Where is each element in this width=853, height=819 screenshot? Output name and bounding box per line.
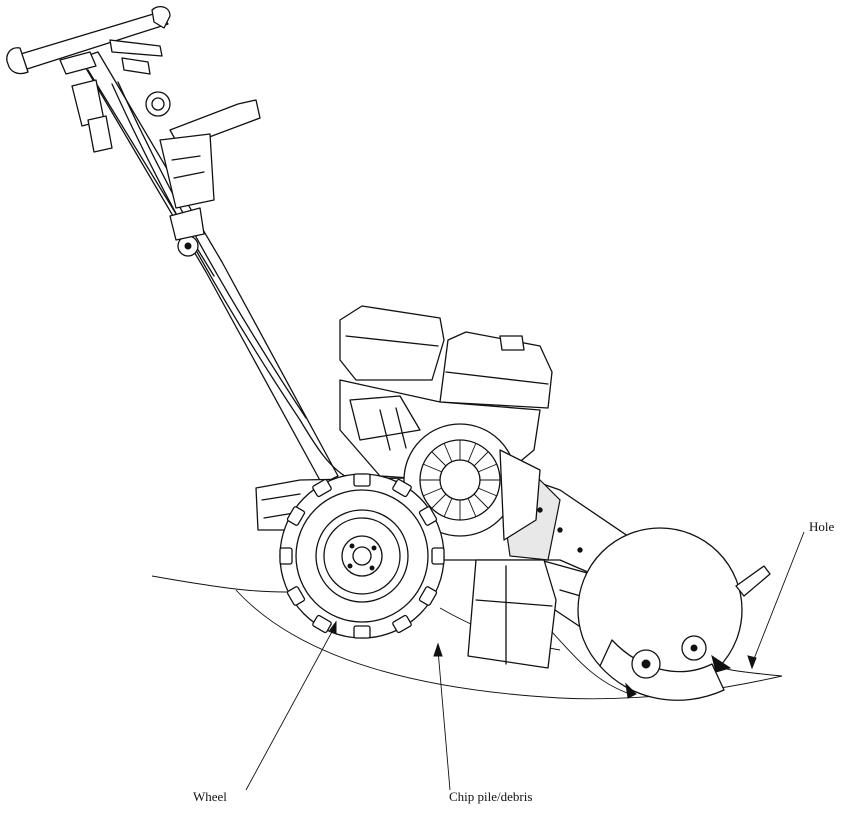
chip-pile-label: Chip pile/debris bbox=[449, 789, 533, 804]
debris-guard bbox=[467, 559, 557, 669]
cutter-wheel bbox=[577, 527, 771, 701]
wheel bbox=[279, 473, 445, 639]
hole-label: Hole bbox=[809, 519, 835, 534]
wheel-label: Wheel bbox=[193, 789, 227, 804]
engine bbox=[339, 305, 553, 541]
leader-lines bbox=[245, 531, 805, 791]
handle-assembly bbox=[6, 5, 353, 485]
